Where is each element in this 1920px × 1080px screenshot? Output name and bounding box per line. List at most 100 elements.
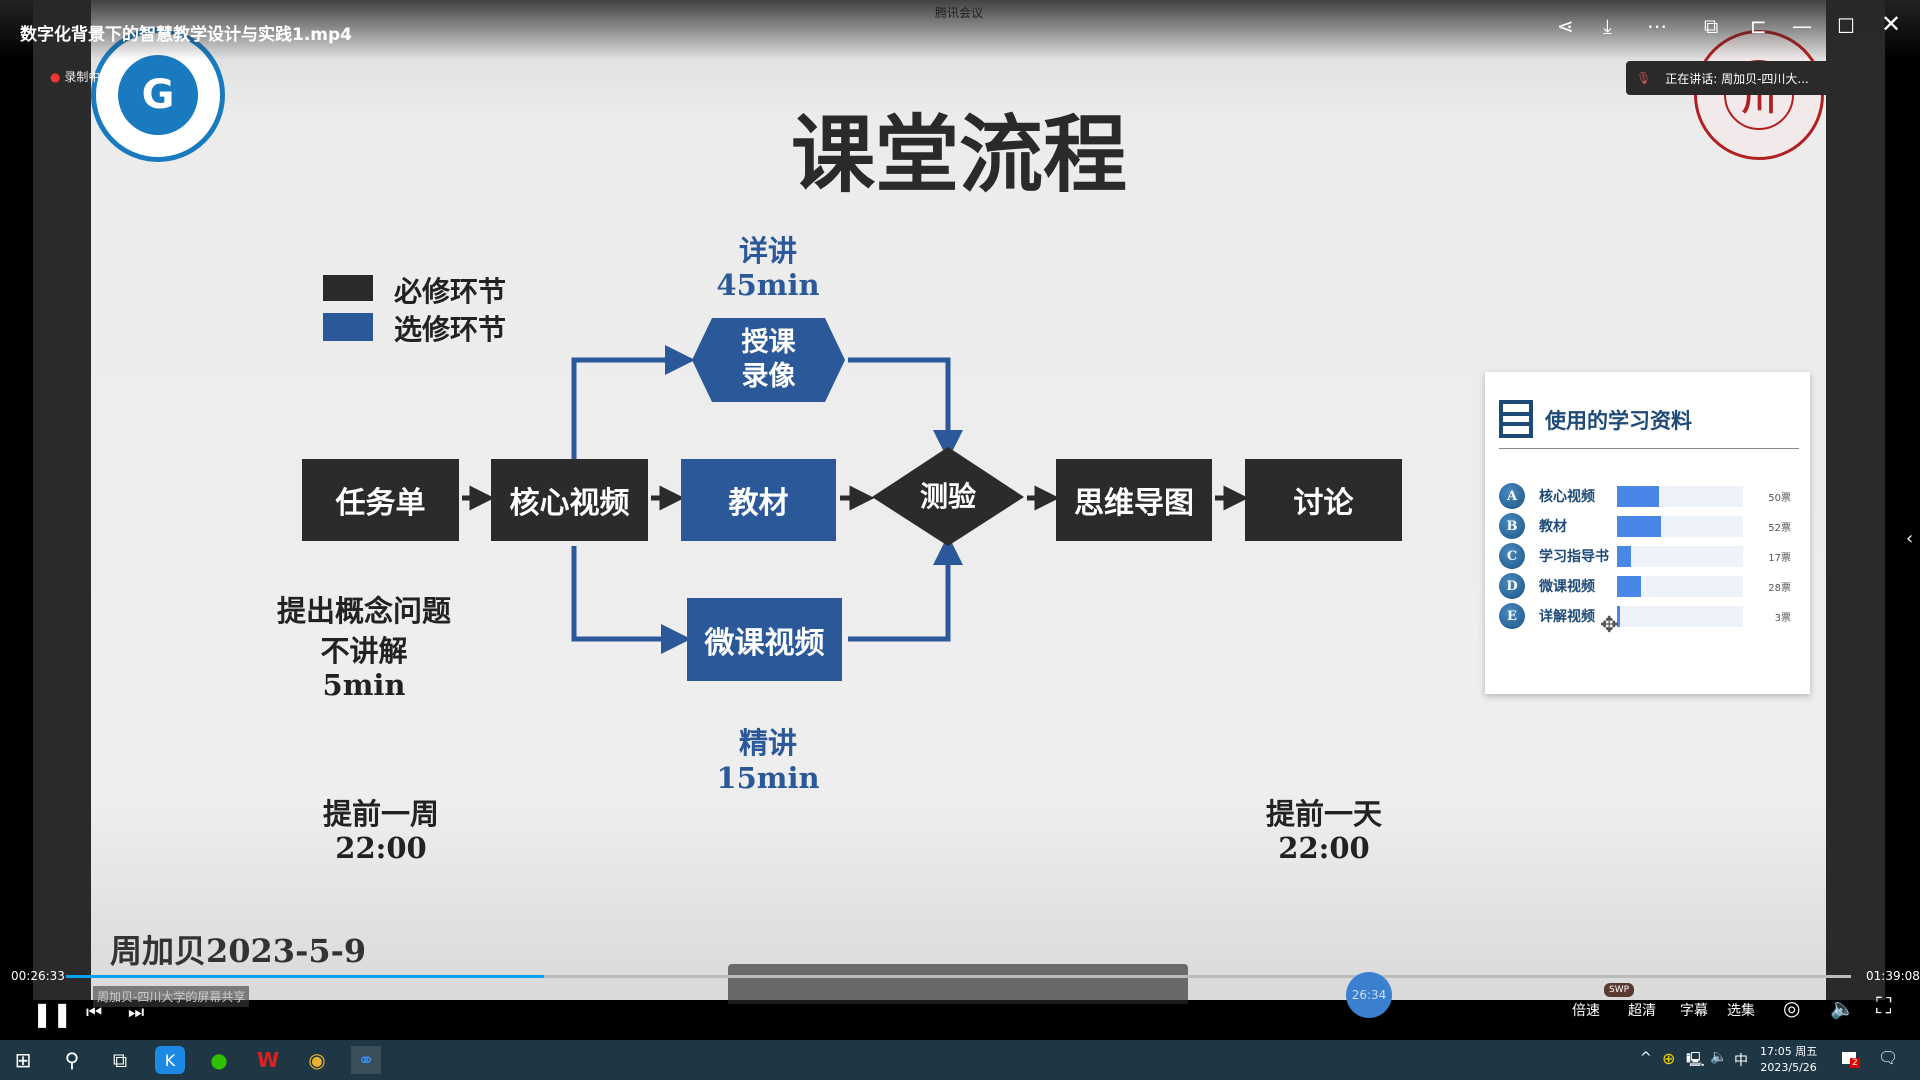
move-cursor-icon: ✥ xyxy=(1600,613,1619,638)
poll-option: D 微课视频 28票 xyxy=(1499,573,1791,599)
fine-label: 精讲 xyxy=(738,726,798,760)
step-textbook: 教材 xyxy=(681,459,836,541)
vote-bar-fill xyxy=(1617,545,1632,567)
ime-indicator[interactable]: 中 xyxy=(1734,1053,1748,1069)
poll-option: B 教材 52票 xyxy=(1499,513,1791,539)
next-icon[interactable]: ⏭ xyxy=(128,1002,145,1023)
legend-required-swatch xyxy=(323,275,373,301)
clock-time: 17:05 周五 xyxy=(1760,1045,1818,1058)
player-controls-bar xyxy=(0,1000,1920,1040)
option-label: 详解视频 xyxy=(1539,609,1595,625)
kugou-app-icon[interactable]: K xyxy=(155,1046,185,1074)
windows-start-icon[interactable]: ⊞ xyxy=(14,1048,32,1072)
network-icon[interactable]: 🖳 xyxy=(1686,1052,1705,1068)
vote-bar-track xyxy=(1617,575,1743,597)
settings-icon[interactable]: ◎ xyxy=(1783,996,1801,1020)
right-margin xyxy=(1826,0,1885,1000)
vote-bar-fill xyxy=(1617,515,1661,537)
tray-app-icon[interactable]: ⊕ xyxy=(1662,1049,1676,1068)
progress-track[interactable] xyxy=(66,975,1851,978)
hover-time-bubble: 26:34 xyxy=(1346,972,1392,1018)
app-title: 腾讯会议 xyxy=(934,6,984,20)
screen-share-banner: 周加贝-四川大学的屏幕共享 xyxy=(93,986,250,1007)
tray-expand-icon[interactable]: ^ xyxy=(1640,1050,1652,1066)
side-panel-toggle-icon[interactable]: ‹ xyxy=(1906,528,1914,549)
progress-fill xyxy=(66,975,545,978)
chrome-app-icon[interactable]: ◉ xyxy=(308,1048,326,1072)
title-bar xyxy=(0,0,1920,60)
pip-icon[interactable]: ⧉ xyxy=(1704,14,1719,38)
option-label: 核心视频 xyxy=(1539,489,1595,505)
step-lecture-video: 授课录像 xyxy=(741,327,796,392)
poll-option: C 学习指导书 17票 xyxy=(1499,543,1791,569)
speed-button[interactable]: 倍速 xyxy=(1572,1003,1600,1019)
subtitles-button[interactable]: 字幕 xyxy=(1680,1003,1708,1019)
search-icon[interactable]: ⚲ xyxy=(64,1048,80,1072)
tencent-meeting-app-icon[interactable]: ⚭ xyxy=(351,1046,381,1074)
close-icon[interactable]: ✕ xyxy=(1881,10,1902,38)
speaking-toast: 🎙 正在讲话: 周加贝-四川大... xyxy=(1626,61,1846,95)
drawer-handle[interactable] xyxy=(728,964,1188,1004)
step-task-list: 任务单 xyxy=(302,459,459,541)
step-micro-video: 微课视频 xyxy=(687,598,842,681)
concept-note-2: 不讲解 xyxy=(320,634,408,668)
divider xyxy=(1499,448,1799,449)
minimize-icon[interactable]: — xyxy=(1792,14,1812,38)
week-before-label: 提前一周 xyxy=(322,797,440,831)
vote-count: 3票 xyxy=(1774,612,1791,624)
download-icon[interactable]: ⤓ xyxy=(1603,14,1612,38)
video-file-title: 数字化背景下的智慧教学设计与实践1.mp4 xyxy=(20,25,352,45)
wechat-app-icon[interactable]: ● xyxy=(210,1048,228,1072)
legend-optional-swatch xyxy=(323,313,373,341)
wps-app-icon[interactable]: W xyxy=(256,1048,280,1072)
fine-time: 15min xyxy=(716,761,820,795)
option-letter-badge: E xyxy=(1499,603,1525,629)
step-mindmap: 思维导图 xyxy=(1056,459,1212,541)
pin-icon[interactable]: ⊏ xyxy=(1750,14,1767,38)
list-icon xyxy=(1499,400,1533,438)
task-view-icon[interactable]: ⧉ xyxy=(112,1048,128,1072)
concept-time: 5min xyxy=(322,668,406,702)
poll-option: A 核心视频 50票 xyxy=(1499,483,1791,509)
current-time: 00:26:33 xyxy=(11,969,65,983)
detail-time: 45min xyxy=(716,268,820,302)
more-icon[interactable]: ⋯ xyxy=(1647,14,1667,38)
total-time: 01:39:08 xyxy=(1866,969,1920,983)
episodes-button[interactable]: 选集 xyxy=(1727,1003,1755,1019)
speaking-text: 正在讲话: 周加贝-四川大... xyxy=(1665,71,1809,86)
action-center-icon[interactable]: 🗨 xyxy=(1878,1048,1899,1067)
legend-optional-label: 选修环节 xyxy=(394,313,507,346)
option-letter-badge: C xyxy=(1499,543,1525,569)
clock-date: 2023/5/26 xyxy=(1760,1061,1817,1074)
clock[interactable]: 17:05 周五 2023/5/26 xyxy=(1760,1044,1817,1076)
week-before-time: 22:00 xyxy=(335,831,427,865)
maximize-icon[interactable]: ☐ xyxy=(1837,14,1855,38)
step-quiz: 测验 xyxy=(919,480,976,513)
vote-bar-track xyxy=(1617,605,1743,627)
vote-bar-track xyxy=(1617,485,1743,507)
fullscreen-icon[interactable]: ⛶ xyxy=(1876,994,1892,1019)
volume-icon[interactable]: 🔈 xyxy=(1830,996,1855,1020)
share-icon[interactable]: ⋖ xyxy=(1557,14,1574,38)
pause-icon[interactable]: ❚❚ xyxy=(32,1000,73,1028)
tray-volume-icon[interactable]: 🔈 xyxy=(1710,1049,1728,1065)
mic-muted-icon: 🎙 xyxy=(1636,71,1652,85)
concept-note: 提出概念问题 xyxy=(276,594,452,628)
vote-count: 52票 xyxy=(1768,522,1791,534)
previous-icon[interactable]: ⏮ xyxy=(86,1002,103,1023)
flow-arrows xyxy=(462,318,1249,654)
quality-button[interactable]: 超清 xyxy=(1628,1003,1656,1019)
vote-bar-fill xyxy=(1617,605,1620,627)
step-discussion: 讨论 xyxy=(1245,459,1402,541)
poll-panel: 使用的学习资料 A 核心视频 50票 B 教材 52票 C 学习指导书 17票 D 微… xyxy=(1485,372,1810,694)
poll-title: 使用的学习资料 xyxy=(1545,409,1692,433)
option-letter-badge: D xyxy=(1499,573,1525,599)
option-label: 微课视频 xyxy=(1539,579,1595,595)
vote-bar-track xyxy=(1617,515,1743,537)
record-icon: ● xyxy=(50,70,61,84)
poll-option: E 详解视频 3票 xyxy=(1499,603,1791,629)
option-label: 学习指导书 xyxy=(1539,549,1609,565)
recording-label: 录制中 xyxy=(64,70,101,84)
left-margin xyxy=(33,0,91,1000)
recording-indicator: ● 录制中 xyxy=(50,68,100,85)
